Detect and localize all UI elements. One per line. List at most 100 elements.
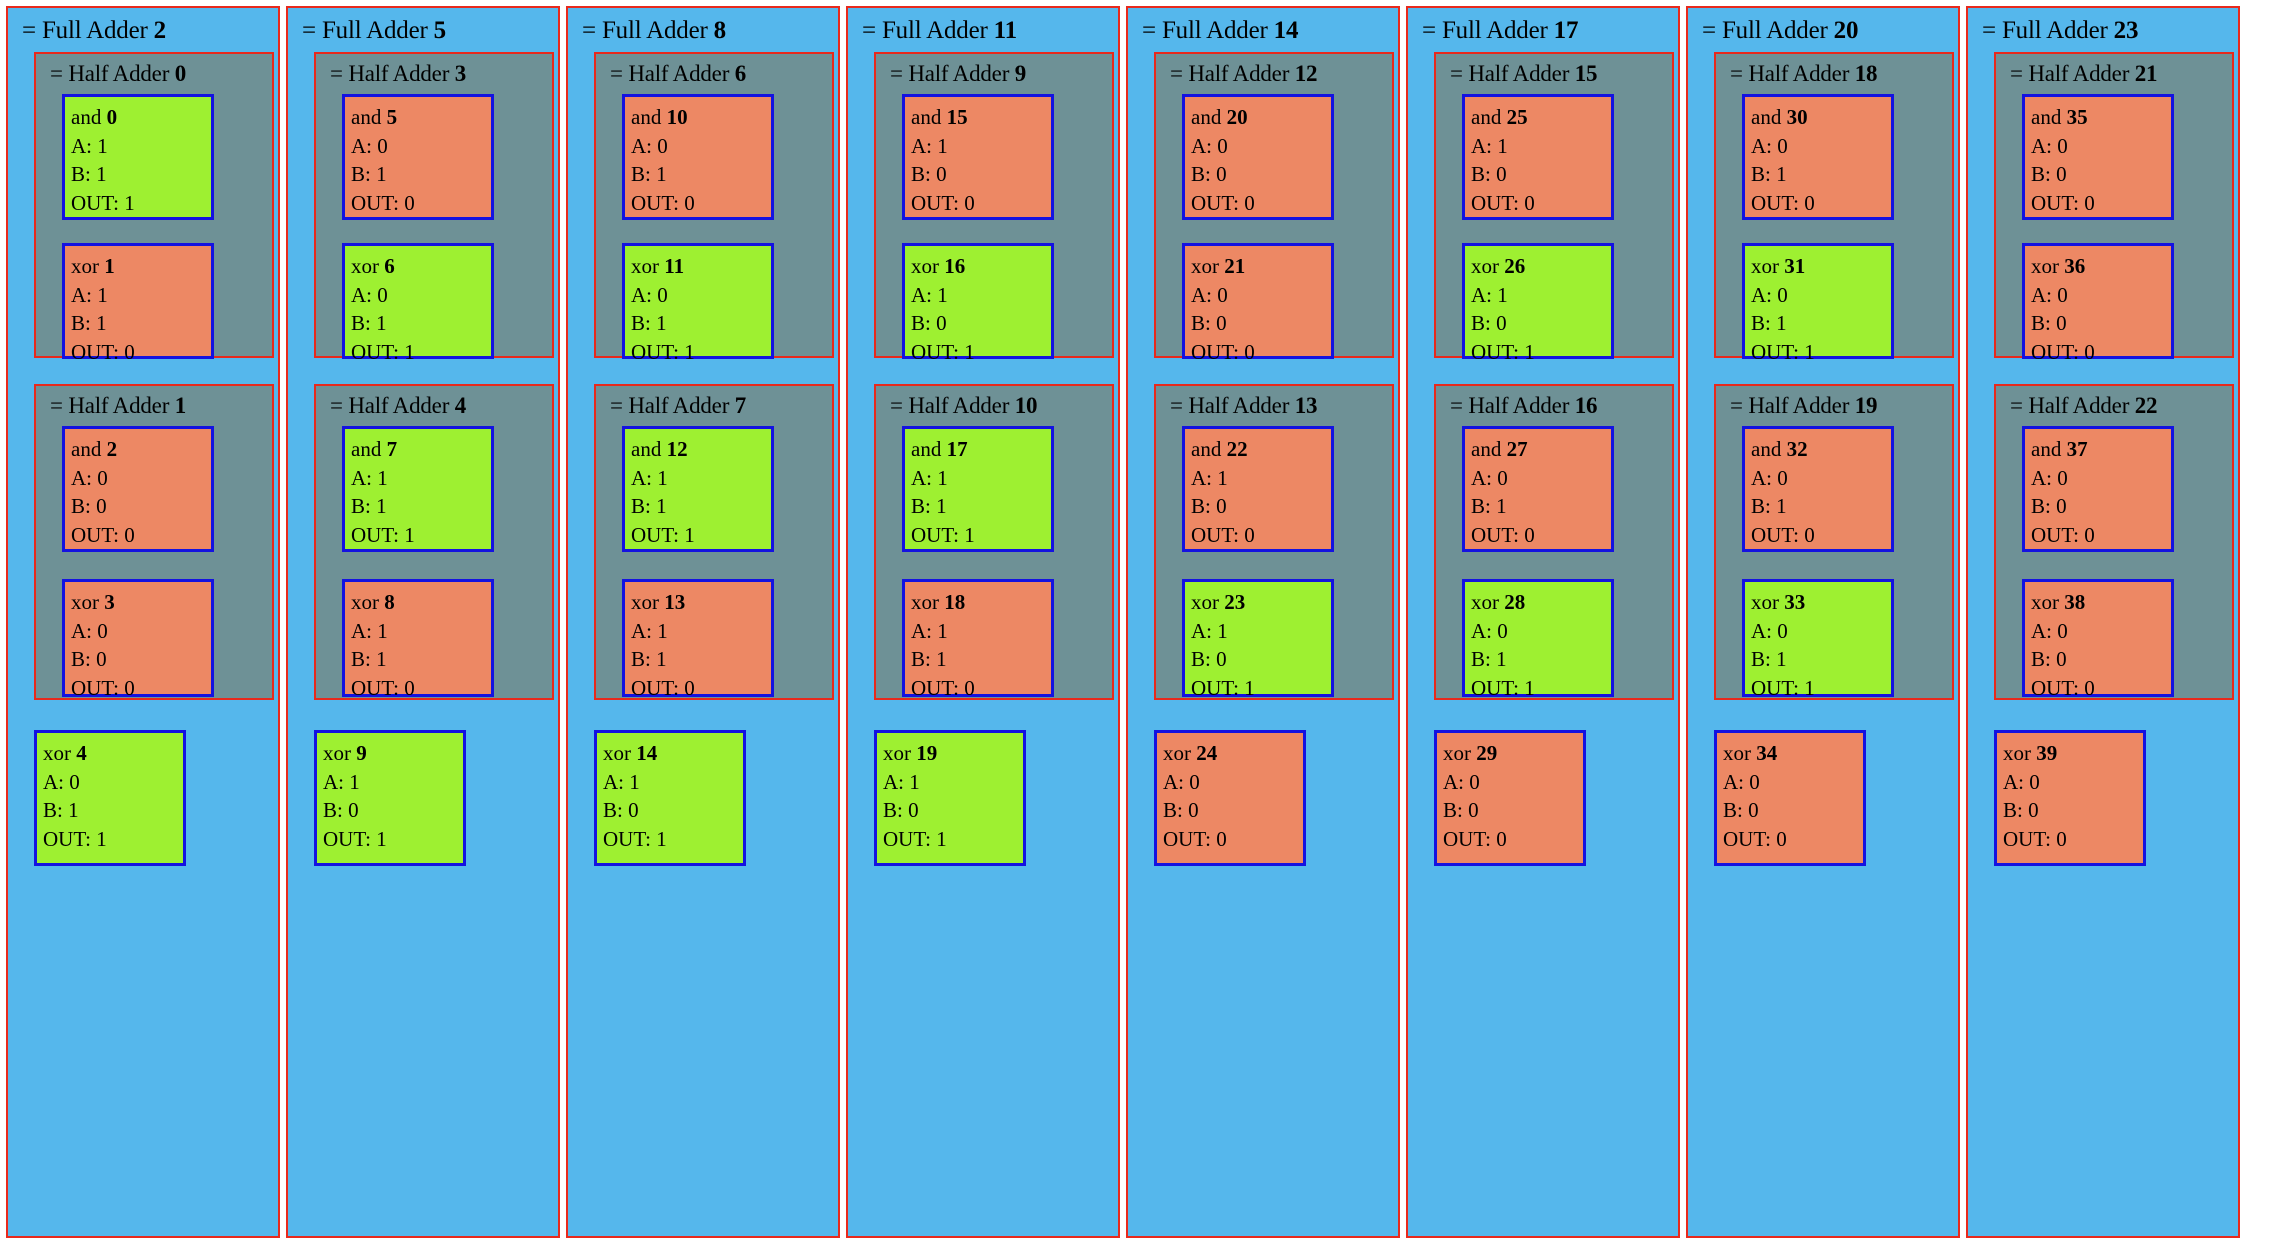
gate-type: xor (323, 741, 357, 765)
gate-name: and 27 (1471, 435, 1611, 464)
gate-input-b: B: 1 (351, 494, 387, 518)
gate-input-b: B: 1 (1751, 162, 1787, 186)
gate-type: xor (1191, 590, 1225, 614)
gate-input-a: A: 0 (1751, 465, 1788, 490)
gate-name: and 0 (71, 103, 211, 132)
gate-input-a: A: 1 (883, 769, 920, 794)
gate-id: 33 (1784, 590, 1806, 614)
gate-type: xor (603, 741, 637, 765)
half-adder-title-id: 4 (454, 393, 467, 418)
full-adder-title: = Full Adder 23 (1982, 16, 2230, 46)
gate-output: OUT: 0 (2031, 522, 2095, 547)
gate-name: and 17 (911, 435, 1051, 464)
half-adder-title-id: 19 (1854, 393, 1878, 418)
half-adder-title-id: 22 (2134, 393, 2158, 418)
gate-input-b: B: 1 (631, 647, 667, 671)
half-adder-title: = Half Adder 6 (610, 60, 824, 88)
gate-output: OUT: 0 (71, 522, 135, 547)
gate-name: xor 24 (1163, 739, 1303, 768)
half-adder-title-prefix: = Half Adder (1170, 61, 1295, 86)
gate-input-a: A: 1 (71, 282, 108, 307)
gate-input-b: B: 0 (911, 162, 947, 186)
gate-output: OUT: 1 (911, 339, 975, 364)
full-adder-title-id: 5 (433, 17, 447, 44)
gate-id: 15 (946, 105, 968, 129)
gate-type: xor (1163, 741, 1197, 765)
gate-type: xor (2031, 254, 2065, 278)
half-adder-title: = Half Adder 13 (1170, 392, 1384, 420)
gate-input-a: A: 0 (1751, 618, 1788, 643)
gate-output: OUT: 1 (1751, 675, 1815, 700)
gate-input-b: B: 0 (1723, 798, 1759, 822)
full-adder-title-prefix: = Full Adder (22, 17, 154, 44)
full-adder-title-prefix: = Full Adder (582, 17, 714, 44)
half-adder-title-id: 21 (2134, 61, 2158, 86)
half-adder-title: = Half Adder 10 (890, 392, 1104, 420)
